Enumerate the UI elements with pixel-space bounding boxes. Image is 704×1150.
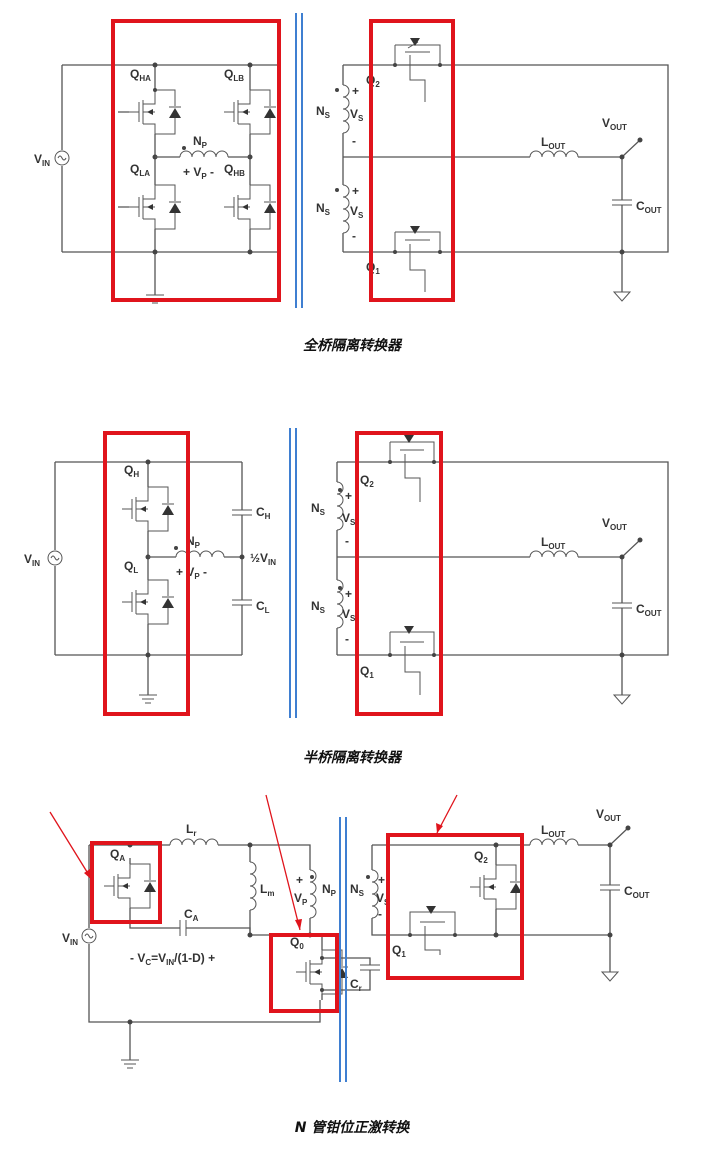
cf-lm-label: Lm [260, 882, 274, 898]
half-cout-label: COUT [636, 602, 662, 618]
full-qlb-label: QLB [224, 67, 244, 83]
cf-vout-label: VOUT [596, 807, 621, 823]
full-vs-minus-2: - [352, 229, 356, 243]
half-ns1-label: NS [311, 501, 326, 517]
full-bridge-diagram: VIN QHA QLB QLA QHB NP + VP - + - + [34, 13, 669, 354]
half-primary-highlight [103, 431, 190, 716]
full-bridge-caption: 全桥隔离转换器 [303, 337, 403, 354]
half-vout-label: VOUT [602, 516, 627, 532]
cf-vs-plus: + [378, 873, 385, 887]
half-vs2-label: VS [342, 607, 356, 623]
half-vs-minus-2: - [345, 632, 349, 646]
full-vs-minus-1: - [352, 134, 356, 148]
full-vin-label: VIN [34, 152, 50, 168]
cf-vp-plus: + [296, 873, 303, 887]
half-vs-plus-1: + [345, 489, 352, 503]
cf-secondary-highlight [386, 833, 524, 980]
full-vs2-label: VS [350, 204, 364, 220]
cf-lout-label: LOUT [541, 823, 565, 839]
cf-vp-label: VP [294, 891, 308, 907]
cf-q0-highlight [269, 933, 339, 1013]
full-primary-highlight [111, 19, 281, 302]
clamp-forward-diagram: VIN QA Lr Lm CA - VC=VIN/(1-D) + + VP NP… [49, 794, 650, 1136]
cf-cout-label: COUT [624, 884, 650, 900]
full-ns1-label: NS [316, 104, 331, 120]
cf-q0-label: Q0 [290, 935, 304, 951]
half-cl-label: CL [256, 599, 270, 615]
full-cout-label: COUT [636, 199, 662, 215]
half-vin-label: VIN [24, 552, 40, 568]
half-bridge-caption: 半桥隔离转换器 [303, 749, 403, 766]
full-qhb-label: QHB [224, 162, 245, 178]
full-secondary-highlight [369, 19, 455, 302]
full-lout-label: LOUT [541, 135, 565, 151]
full-vs-plus-2: + [352, 184, 359, 198]
half-vs-minus-1: - [345, 534, 349, 548]
full-q1-label: Q1 [366, 260, 380, 276]
half-lout-label: LOUT [541, 535, 565, 551]
half-secondary-highlight [355, 431, 443, 716]
half-ns2-label: NS [311, 599, 326, 615]
full-qla-label: QLA [130, 162, 150, 178]
cf-lr-label: Lr [186, 822, 196, 838]
cf-ns-label: NS [350, 882, 365, 898]
full-vs1-label: VS [350, 107, 364, 123]
half-bridge-diagram: VIN QH QL NP + VP - CH CL ½VIN + - + - N… [24, 428, 669, 766]
full-np-label: NP [193, 134, 208, 150]
cf-vc-expr-label: - VC=VIN/(1-D) + [130, 951, 215, 967]
cf-qa-highlight [90, 841, 162, 924]
half-ch-label: CH [256, 505, 271, 521]
half-ql-label: QL [124, 559, 138, 575]
half-np-label: NP [186, 534, 201, 550]
half-q1-label: Q1 [360, 664, 374, 680]
cf-qa-label: QA [110, 847, 125, 863]
cf-ca-label: CA [184, 907, 199, 923]
cf-q1-label: Q1 [392, 943, 406, 959]
cf-cr-label: Cr [350, 977, 362, 993]
full-vp-label: + VP - [183, 165, 214, 181]
half-qh-label: QH [124, 463, 139, 479]
clamp-forward-caption: N 管钳位正激转换 [295, 1119, 411, 1136]
full-vs-plus-1: + [352, 84, 359, 98]
half-vp-label: + VP - [176, 565, 207, 581]
half-vin-half-label: ½VIN [250, 551, 276, 567]
cf-q2-label: Q2 [474, 849, 488, 865]
half-vs1-label: VS [342, 511, 356, 527]
cf-vs-minus: - [378, 907, 382, 921]
half-q2-label: Q2 [360, 473, 374, 489]
full-qha-label: QHA [130, 67, 151, 83]
cf-np-label: NP [322, 882, 337, 898]
full-ns2-label: NS [316, 201, 331, 217]
cf-vin-label: VIN [62, 931, 78, 947]
full-vout-label: VOUT [602, 116, 627, 132]
half-vs-plus-2: + [345, 587, 352, 601]
full-q2-label: Q2 [366, 73, 380, 89]
